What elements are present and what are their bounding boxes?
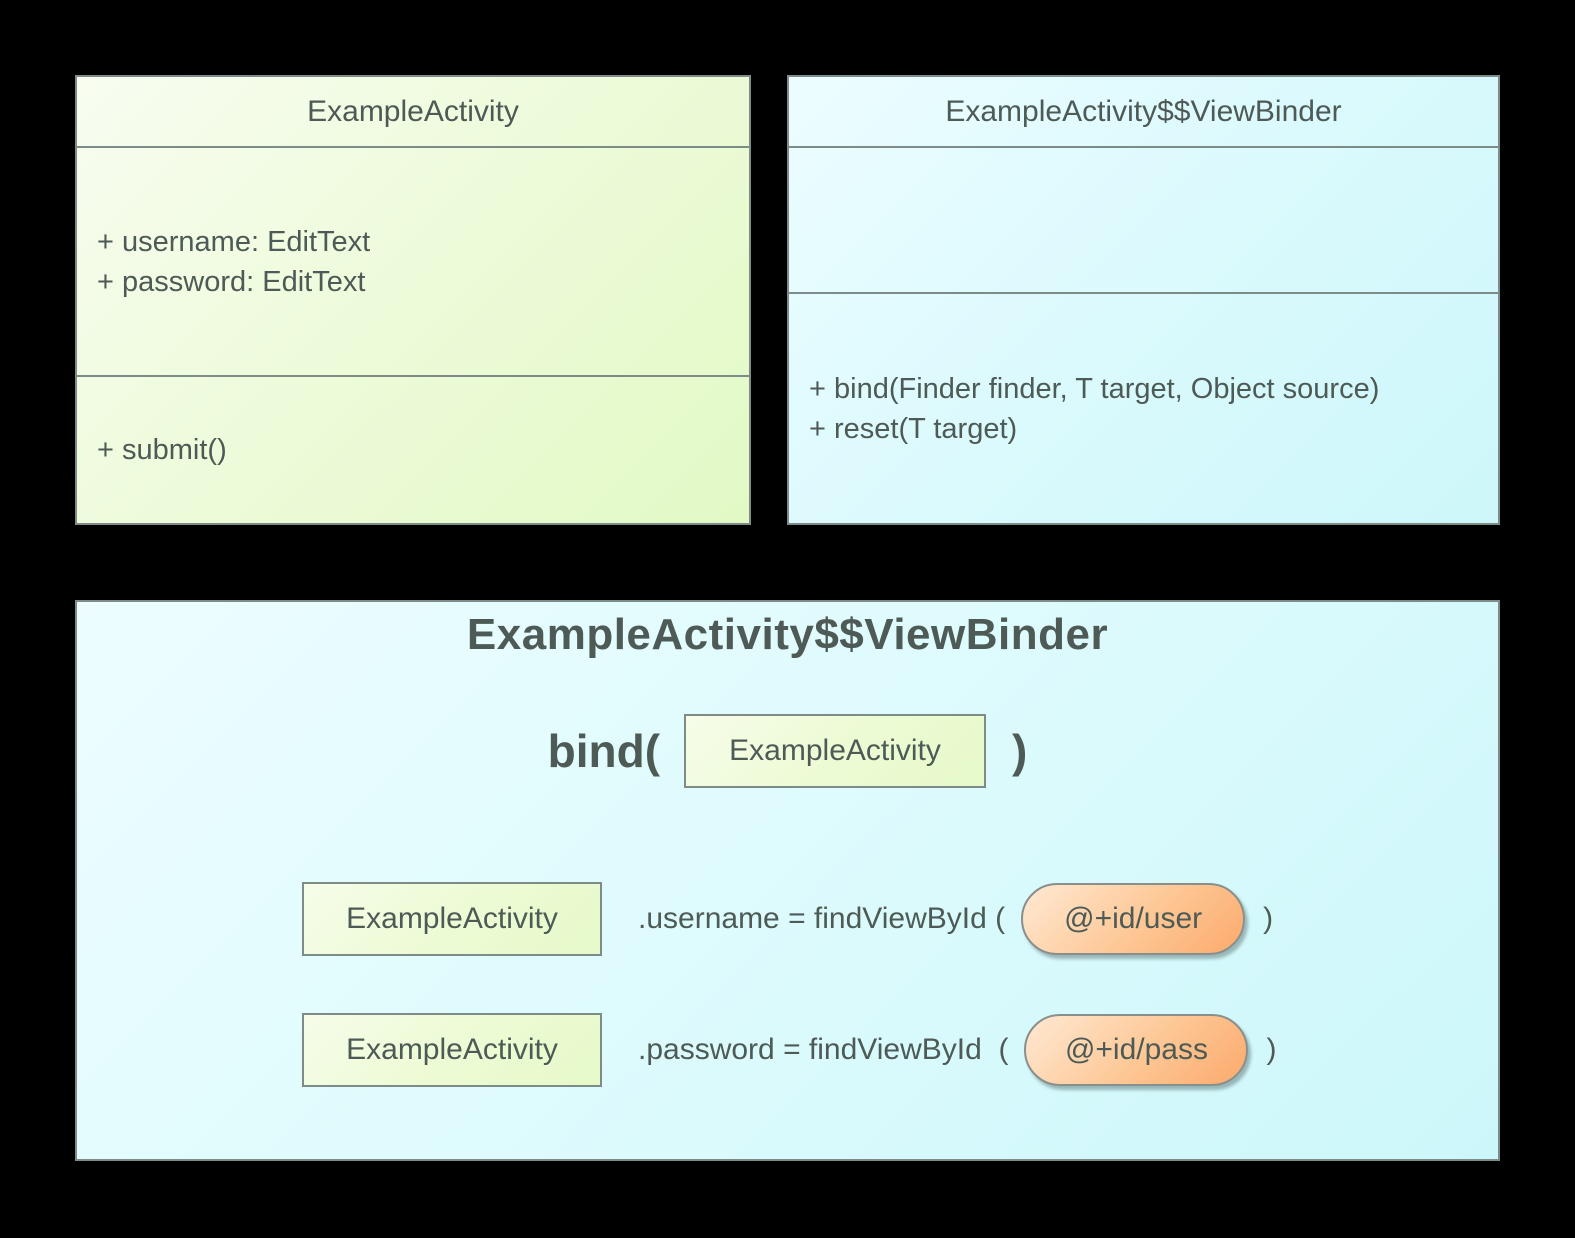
detail-title: ExampleActivity$$ViewBinder (466, 610, 1109, 659)
class-box-example-activity: ExampleActivity + username: EditText + p… (75, 75, 751, 525)
class-methods-section: + submit() (77, 375, 749, 523)
bind-argument-box: ExampleActivity (684, 714, 987, 788)
binding-row-password: ExampleActivity .password = findViewById… (302, 1013, 1276, 1087)
binding-row-username: ExampleActivity .username = findViewById… (302, 882, 1273, 956)
binding-close-paren: ) (1266, 1033, 1277, 1066)
class-attributes-section (789, 146, 1498, 292)
class-attributes-section: + username: EditText + password: EditTex… (77, 146, 749, 375)
class-title: ExampleActivity$$ViewBinder (945, 94, 1342, 128)
bind-close-paren: ) (1012, 725, 1028, 777)
binding-expression: .password = findViewById ( (638, 1033, 1009, 1066)
binding-target-box: ExampleActivity (302, 1013, 602, 1087)
resource-id-pill-user: @+id/user (1021, 883, 1246, 955)
bind-call-row: bind( ExampleActivity ) (77, 708, 1498, 794)
binding-expression: .username = findViewById ( (638, 902, 1006, 935)
method-submit: + submit() (97, 434, 227, 466)
method-reset: + reset(T target) (809, 412, 1018, 445)
binding-close-paren: ) (1263, 902, 1274, 935)
class-title: ExampleActivity (307, 94, 519, 128)
resource-id-pill-pass: @+id/pass (1024, 1014, 1249, 1086)
method-bind: + bind(Finder finder, T target, Object s… (809, 372, 1380, 405)
attribute-password: + password: EditText (97, 265, 366, 298)
attribute-username: + username: EditText (97, 225, 371, 258)
class-methods-section: + bind(Finder finder, T target, Object s… (789, 292, 1498, 523)
binding-target-box: ExampleActivity (302, 882, 602, 956)
class-box-view-binder: ExampleActivity$$ViewBinder + bind(Finde… (787, 75, 1500, 525)
bind-keyword: bind( (547, 725, 661, 777)
view-binder-detail-box: ExampleActivity$$ViewBinder bind( Exampl… (75, 600, 1500, 1161)
